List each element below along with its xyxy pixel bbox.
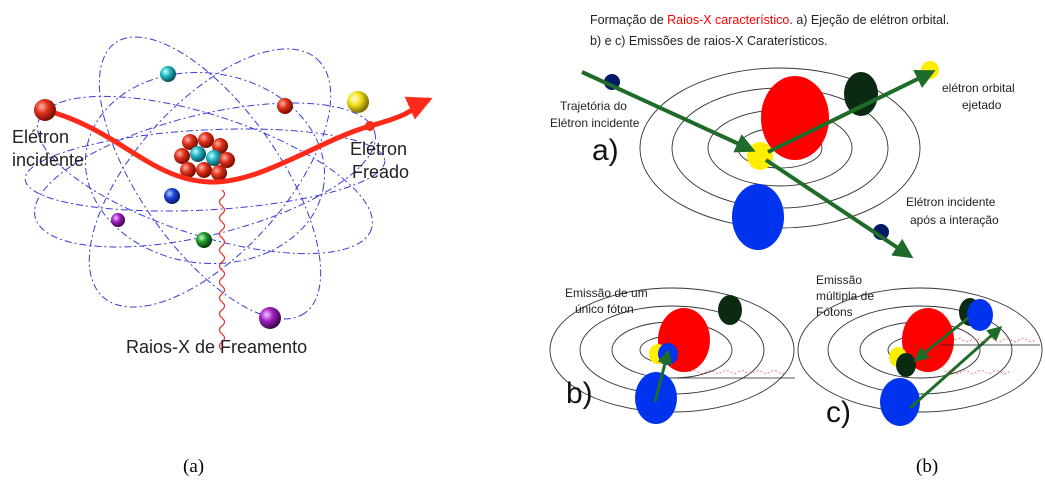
nucleon: [190, 146, 206, 162]
nucleon: [212, 138, 228, 154]
label-after-line1: Elétron incidente: [906, 195, 996, 209]
label-sub-c: c): [826, 396, 851, 429]
panel-b-title-line2: b) e c) Emissões de raios-X Caraterístic…: [590, 34, 828, 48]
label-multi-line2: múltipla de: [816, 289, 874, 303]
nucleon: [206, 150, 222, 166]
arrow-after: [764, 158, 914, 259]
electron-blue-upper: [967, 299, 993, 331]
orbit-ellipse: [24, 128, 386, 212]
electron-purple: [111, 213, 125, 227]
orbit-ellipse: [88, 48, 332, 308]
label-multi-line1: Emissão: [816, 273, 862, 287]
panel-b-title-line1: Formação de Raios-X característico. a) E…: [590, 13, 949, 27]
electron-purple: [259, 307, 281, 329]
electron-darkgreen: [718, 295, 742, 325]
label-incident-line1: Elétron: [12, 127, 69, 147]
caption-a: (a): [183, 456, 204, 477]
electron-green: [196, 232, 212, 248]
orbit-ellipse: [37, 95, 373, 255]
xray-wave: [218, 189, 226, 351]
incident-electron-path: [42, 96, 433, 185]
electron-red: [277, 98, 293, 114]
orbit-ellipse: [98, 36, 322, 320]
caption-b: (b): [916, 456, 938, 477]
label-trajectory-line1: Trajetória do: [560, 99, 627, 113]
title-prefix: Formação de: [590, 13, 667, 27]
braked-electron: [365, 121, 375, 131]
label-single-line1: Emissão de um: [565, 286, 648, 300]
arrow-transition-inner: [913, 316, 969, 362]
photon-wave: [689, 370, 787, 374]
nucleon: [182, 134, 198, 150]
arrow-transition: [653, 349, 673, 403]
label-after-line2: após a interação: [910, 213, 999, 227]
nucleus: [174, 132, 235, 181]
label-trajectory-line2: Elétron incidente: [550, 116, 640, 130]
electron-blue: [732, 184, 784, 250]
label-braked-line2: Freado: [352, 162, 409, 182]
label-ejected-line1: elétron orbital: [942, 81, 1015, 95]
electron-blue: [880, 378, 920, 426]
arrow-ejected: [767, 70, 936, 154]
orbit-group: [24, 36, 386, 320]
orbit-ellipse: [84, 71, 326, 265]
incident-electron: [34, 99, 56, 121]
label-incident-line2: incidente: [12, 150, 84, 170]
atom-b: [549, 287, 795, 424]
arrow-incident: [581, 70, 756, 153]
label-braked-line1: Elétron: [350, 139, 407, 159]
label-multi-line3: Fótons: [816, 305, 853, 319]
label-ejected-line2: ejetado: [962, 98, 1002, 112]
electron-yellow-k: [747, 142, 773, 170]
nucleus-red: [761, 76, 829, 160]
photon-wave: [944, 370, 1010, 374]
title-suffix: . a) Ejeção de elétron orbital.: [789, 13, 949, 27]
electron-darkgreen: [844, 72, 878, 116]
nucleon: [211, 165, 227, 181]
label-sub-a: a): [592, 134, 619, 167]
electron-cyan: [160, 66, 176, 82]
arrow-transition-outer: [909, 326, 1003, 410]
label-single-line2: único fóton: [575, 302, 634, 316]
nucleon: [180, 162, 196, 178]
shell: [797, 287, 1043, 413]
electron-yellow: [347, 91, 369, 113]
nucleon: [174, 148, 190, 164]
nucleon: [219, 152, 235, 168]
electron-blue: [164, 188, 180, 204]
panel-b: Formação de Raios-X característico. a) E…: [549, 13, 1043, 477]
title-highlight: Raios-X característico: [667, 13, 789, 27]
electron-darkgreen-k: [896, 353, 916, 377]
atom-a: [581, 61, 939, 259]
label-sub-b: b): [566, 377, 593, 410]
photon-wave: [954, 338, 1036, 342]
label-xray-bremsstrahlung: Raios-X de Freamento: [126, 337, 307, 357]
nucleon: [196, 162, 212, 178]
nucleon: [198, 132, 214, 148]
shell: [827, 305, 1013, 395]
atom-c: [797, 287, 1043, 426]
panel-a: Elétron incidente Elétron Freado Raios-X…: [12, 36, 433, 477]
